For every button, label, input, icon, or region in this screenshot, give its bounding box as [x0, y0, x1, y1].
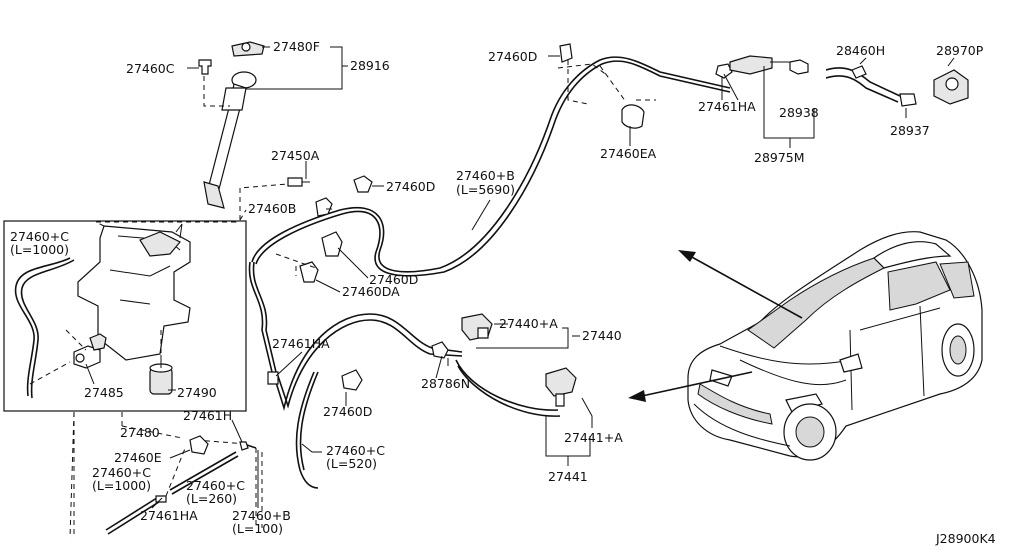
- label-27461H: 27461H: [183, 408, 232, 423]
- car-illustration: [687, 231, 983, 461]
- label-28937: 28937: [890, 123, 930, 138]
- label-27460Bplus-1-length: (L=5690): [456, 182, 515, 197]
- label-27460Cplus-b3: 27460+C: [186, 478, 245, 493]
- hose-runs: [105, 56, 731, 535]
- label-28975M: 28975M: [754, 150, 805, 165]
- label-28786N: 28786N: [421, 376, 470, 391]
- label-27460D-low: 27460D: [323, 404, 372, 419]
- top-right-parts: [715, 55, 969, 148]
- filler-neck-assembly: [187, 41, 348, 209]
- label-27460Cplus-box: 27460+C: [10, 229, 69, 244]
- label-27460DA: 27460DA: [342, 284, 400, 299]
- label-27440plusA: 27440+A: [499, 316, 558, 331]
- label-27460Bplus-1: 27460+B: [456, 168, 515, 183]
- label-27460Cplus-b2: 27460+C: [92, 465, 151, 480]
- label-28938: 28938: [779, 105, 819, 120]
- nozzle-parts: [447, 313, 593, 466]
- label-27441: 27441: [548, 469, 588, 484]
- label-28970P: 28970P: [936, 43, 984, 58]
- label-27460C: 27460C: [126, 61, 175, 76]
- label-27450A: 27450A: [271, 148, 320, 163]
- label-27460E: 27460E: [114, 450, 162, 465]
- label-27461HA-top: 27461HA: [698, 99, 756, 114]
- label-27460Bplus-2: 27460+B: [232, 508, 291, 523]
- part-labels: 27460C 27480F 28916 27460D 28460H 28970P…: [10, 39, 996, 546]
- pointer-arrows: [628, 250, 803, 402]
- label-27460Bplus-2-length: (L=100): [232, 521, 283, 536]
- label-27460Cplus-b3-length: (L=260): [186, 491, 237, 506]
- diagram-code: J28900K4: [935, 531, 996, 546]
- label-27460D-mid2: 27460D: [369, 272, 418, 287]
- label-27460Cplus-b1-length: (L=520): [326, 456, 377, 471]
- reservoir-inset: [3, 209, 247, 412]
- leader-lines: [85, 55, 739, 509]
- label-27460Cplus-b2-length: (L=1000): [92, 478, 151, 493]
- label-27460D-top: 27460D: [488, 49, 537, 64]
- label-28916: 28916: [350, 58, 390, 73]
- label-27480F: 27480F: [273, 39, 320, 54]
- label-27460D-mid: 27460D: [386, 179, 435, 194]
- clips-and-connectors: [155, 43, 645, 503]
- label-28460H: 28460H: [836, 43, 885, 58]
- label-27461HA-mid: 27461HA: [272, 336, 330, 351]
- label-27480: 27480: [120, 425, 160, 440]
- label-27485: 27485: [84, 385, 124, 400]
- label-27440: 27440: [582, 328, 622, 343]
- label-27460Cplus-box-length: (L=1000): [10, 242, 69, 257]
- label-27461HA-low: 27461HA: [140, 508, 198, 523]
- dashed-guides: [69, 60, 656, 539]
- label-27490: 27490: [177, 385, 217, 400]
- label-27460EA: 27460EA: [600, 146, 657, 161]
- label-27441plusA: 27441+A: [564, 430, 623, 445]
- label-27460B: 27460B: [248, 201, 296, 216]
- label-27460Cplus-b1: 27460+C: [326, 443, 385, 458]
